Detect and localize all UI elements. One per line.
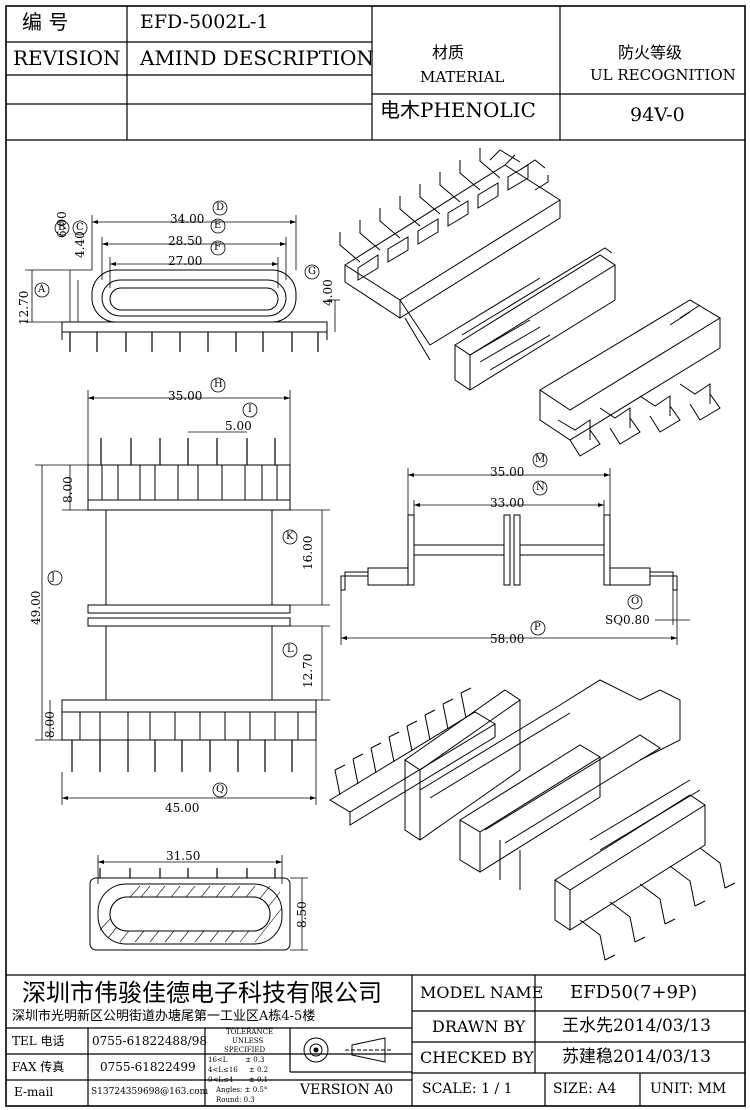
marker-m: M	[535, 454, 546, 465]
marker-h: H	[214, 379, 223, 390]
drawn-by-label: DRAWN BY	[432, 1017, 526, 1036]
side-view	[340, 468, 690, 645]
marker-o: O	[631, 596, 640, 607]
fax-value: 0755-61822499	[100, 1060, 196, 1074]
revision-label: REVISION	[13, 46, 121, 70]
dim-sq0-8: SQ0.80	[605, 613, 650, 627]
marker-e: E	[214, 220, 222, 231]
bottom-view	[89, 855, 308, 951]
email-label: E-mail	[14, 1085, 54, 1099]
checked-by-value: 苏建稳2014/03/13	[562, 1047, 711, 1067]
dim-12-7-front: 12.70	[301, 653, 315, 688]
marker-n: N	[536, 482, 545, 493]
tolerance-row-4: Angles: ± 0.5°	[216, 1086, 268, 1094]
tel-label: TEL 电话	[12, 1034, 65, 1048]
email-value: S13724359698@163.com	[91, 1087, 209, 1097]
material-value: 电木PHENOLIC	[380, 98, 536, 122]
ul-value: 94V-0	[630, 104, 685, 126]
marker-a: A	[38, 284, 46, 295]
marker-p: P	[534, 622, 541, 633]
fax-label: FAX 传真	[12, 1060, 65, 1074]
dim-12-7-top: 12.70	[17, 290, 31, 325]
material-en-label: MATERIAL	[420, 68, 505, 86]
dim-45: 45.00	[165, 801, 200, 815]
marker-b: B	[58, 222, 66, 233]
isometric-view-bottom	[329, 679, 736, 961]
dim-33: 33.00	[490, 496, 525, 510]
marker-i: I	[248, 404, 252, 415]
dim-27: 27.00	[168, 254, 203, 268]
marker-d: D	[216, 202, 225, 213]
dim-4-4: 4.40	[73, 231, 87, 258]
marker-circles	[34, 200, 643, 798]
material-cn-label: 材质	[432, 43, 465, 62]
dim-5: 5.00	[225, 419, 252, 433]
scale-label: SCALE: 1 / 1	[422, 1081, 513, 1097]
tolerance-title-2: UNLESS	[232, 1037, 264, 1045]
dim-8-bottom: 8.00	[43, 711, 57, 738]
marker-g: G	[308, 266, 316, 277]
tolerance-row-2: 4<L≤16 ± 0.2	[208, 1066, 269, 1074]
size-label: SIZE: A4	[553, 1081, 617, 1097]
tolerance-title-1: TOLERANCE	[226, 1028, 274, 1036]
amind-description-label: AMIND DESCRIPTION	[140, 46, 374, 70]
dim-16: 16.00	[301, 535, 315, 570]
dimension-arrows	[62, 220, 677, 864]
isometric-view-top	[339, 148, 721, 457]
marker-c: C	[76, 222, 84, 233]
tolerance-row-5: Round: 0.3	[216, 1096, 255, 1104]
company-name: 深圳市伟骏佳德电子科技有限公司	[22, 979, 382, 1007]
tel-value: 0755-61822488/98	[92, 1034, 207, 1048]
marker-k: K	[286, 531, 294, 542]
code-value: EFD-5002L-1	[140, 11, 269, 33]
dim-28-5: 28.50	[168, 234, 203, 248]
tolerance-row-3: 0<L≤4 ± 0.1	[208, 1076, 269, 1084]
top-view	[25, 215, 340, 352]
projection-symbol-icon	[303, 1037, 392, 1063]
drawn-by-value: 王水先2014/03/13	[562, 1016, 711, 1036]
dim-4: 4.00	[321, 279, 335, 306]
marker-f: F	[214, 242, 221, 253]
dim-8-top: 8.00	[61, 476, 75, 503]
model-name-label: MODEL NAME	[420, 983, 544, 1002]
marker-q: Q	[216, 784, 225, 795]
checked-by-label: CHECKED BY	[420, 1048, 534, 1067]
marker-l: L	[287, 644, 294, 655]
dim-8-5: 8.50	[295, 901, 309, 928]
model-name-value: EFD50(7+9P)	[570, 982, 698, 1003]
tolerance-title-3: SPECIFIED	[224, 1046, 266, 1054]
unit-label: UNIT: MM	[650, 1081, 727, 1097]
marker-j: J	[51, 572, 56, 583]
dim-58: 58.00	[490, 632, 525, 646]
front-view	[35, 390, 330, 805]
dim-34: 34.00	[170, 212, 205, 226]
ul-en-label: UL RECOGNITION	[590, 66, 736, 84]
version: VERSION A0	[300, 1082, 394, 1098]
ul-cn-label: 防火等级	[618, 43, 683, 62]
dim-35-side: 35.00	[490, 465, 525, 479]
code-label: 编 号	[22, 10, 69, 34]
dim-31-5: 31.50	[166, 849, 201, 863]
tolerance-row-1: 16<L ± 0.3	[208, 1056, 265, 1064]
dim-49: 49.00	[29, 590, 43, 625]
dim-35-front: 35.00	[168, 389, 203, 403]
company-address: 深圳市光明新区公明街道办塘尾第一工业区A栋4-5楼	[12, 1009, 316, 1024]
